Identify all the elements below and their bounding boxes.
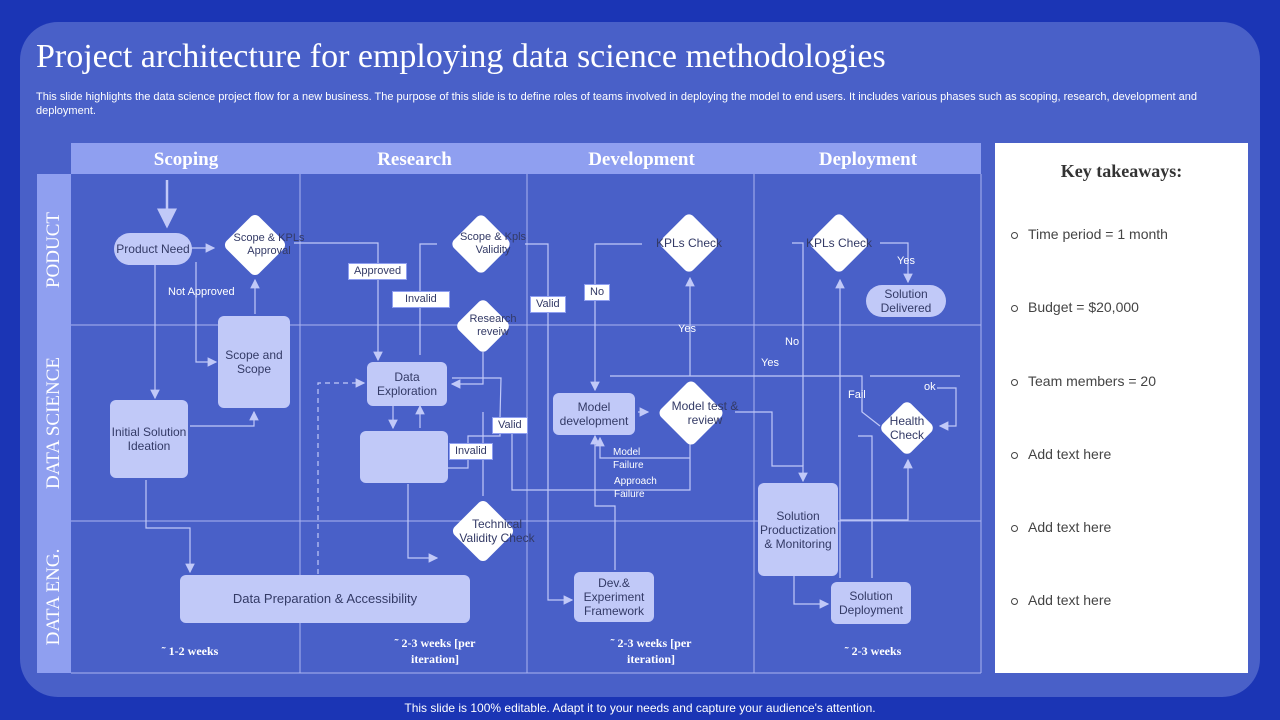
bullet-icon [1011,231,1018,239]
node-kpls-check-development: KPLs Check [644,211,734,275]
node-placeholder-box [360,431,448,483]
takeaway-item: Team members = 20 [1011,373,1156,389]
node-kpls-check-deployment: KPLs Check [794,211,884,275]
tag-valid-2: Valid [530,296,566,313]
node-initial-solution-ideation: Initial Solution Ideation [110,400,188,478]
phase-research: Research [377,149,452,170]
page-subtitle: This slide highlights the data science p… [36,91,1197,117]
node-data-preparation: Data Preparation & Accessibility [180,575,470,623]
duration-deployment: ˜ 2-3 weeks [844,644,902,658]
takeaway-item: Add text here [1011,592,1111,608]
lane-header-bar [37,174,71,673]
node-solution-productization: Solution Productization & Monitoring [758,483,838,576]
phase-scoping: Scoping [153,149,219,170]
takeaway-item: Time period = 1 month [1011,226,1168,242]
node-solution-deployment: Solution Deployment [831,582,911,624]
bullet-icon [1011,451,1018,459]
node-scope-kpls-validity: Scope & Kpls Validity [437,212,526,276]
takeaway-item: Add text here [1011,519,1111,535]
phase-development: Development [588,149,695,170]
key-takeaways-title: Key takeaways: [1060,161,1183,181]
phase-deployment: Deployment [818,149,918,170]
tag-invalid-1: Invalid [392,291,450,308]
bullet-icon [1011,378,1018,386]
node-health-check: Health Check [874,398,940,458]
bullet-icon [1011,597,1018,605]
phase-header-bar: Scoping Research Development Deployment [71,143,981,174]
node-model-test-review: Model test & review [646,378,738,448]
tag-invalid-2: Invalid [449,443,493,460]
label-approach-failure: Approach Failure [614,476,657,500]
label-not-approved: Not Approved [168,286,235,298]
node-scope-kpl-approval: Scope & KPLs Approval [212,212,304,278]
tag-valid-1: Valid [492,417,528,434]
bullet-icon [1011,304,1018,312]
page-title: Project architecture for employing data … [36,38,886,75]
label-yes-2: Yes [897,255,915,267]
takeaway-item: Add text here [1011,446,1111,462]
node-dev-experiment-framework: Dev.& Experiment Framework [574,572,654,622]
footer-note: This slide is 100% editable. Adapt it to… [404,701,876,715]
label-yes-3: Yes [761,357,779,369]
duration-scoping: ˜ 1-2 weeks [161,644,219,658]
node-research-review: Research reveiw [446,297,520,355]
label-fail: Fail [848,389,866,401]
node-technical-validity-check: Technical Validity Check [438,498,535,564]
duration-development: ˜ 2-3 weeks [per iteration] [610,636,692,666]
node-model-development: Model development [553,393,635,435]
label-no-2: No [785,336,800,348]
node-scope-and-scope: Scope and Scope [218,316,290,408]
tag-no: No [584,284,611,301]
label-yes-1: Yes [678,323,696,335]
label-ok: ok [924,381,936,393]
tag-approved: Approved [348,263,408,280]
duration-research: ˜ 2-3 weeks [per iteration] [394,636,476,666]
takeaway-item: Budget = $20,000 [1011,299,1139,315]
node-solution-delivered: Solution Delivered [866,285,946,317]
key-takeaways-panel: Key takeaways: Time period = 1 month Bud… [995,143,1248,673]
node-product-need: Product Need [114,233,192,265]
label-model-failure: Model Failure [613,447,644,471]
bullet-icon [1011,524,1018,532]
node-data-exploration: Data Exploration [367,362,447,406]
